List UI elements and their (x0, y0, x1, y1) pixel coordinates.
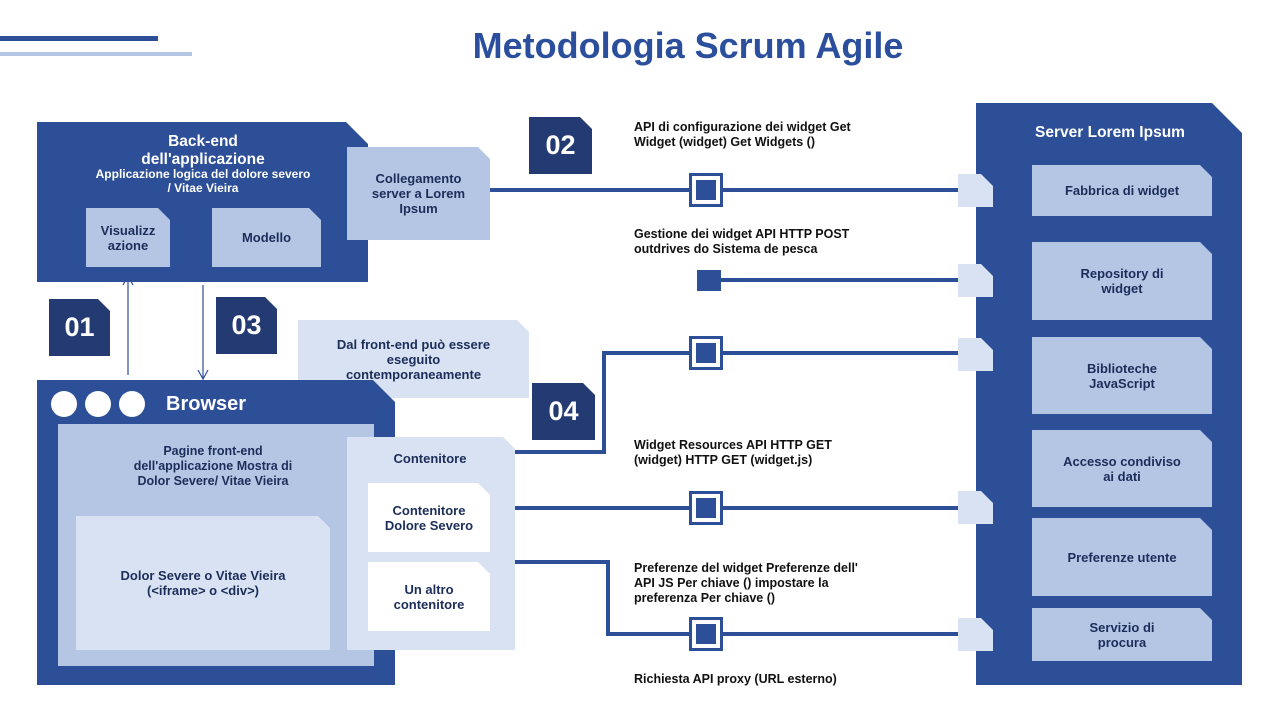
server-item-label: Biblioteche JavaScript (1086, 360, 1158, 391)
api-label-proxy: Richiesta API proxy (URL esterno) (634, 672, 837, 686)
iframe-label: Dolor Severe o Vitae Vieira (<iframe> o … (120, 568, 286, 598)
api-connector-3 (689, 336, 723, 370)
server-item-proxy-service: Servizio di procura (1032, 608, 1212, 661)
server-item-shared-data: Accesso condiviso ai dati (1032, 430, 1212, 507)
api-connector-1 (689, 173, 723, 207)
decor-line-light (0, 52, 192, 56)
server-item-user-preferences: Preferenze utente (1032, 518, 1212, 596)
model-box: Modello (212, 208, 321, 267)
server-item-widget-factory: Fabbrica di widget (1032, 165, 1212, 216)
badge-02: 02 (529, 117, 592, 174)
api-label-config: API di configurazione dei widget Get Wid… (634, 120, 851, 149)
model-label: Modello (241, 230, 292, 245)
view-label: Visualizz azione (100, 222, 156, 253)
iframe-box: Dolor Severe o Vitae Vieira (<iframe> o … (76, 516, 330, 650)
server-item-widget-repository: Repository di widget (1032, 242, 1212, 320)
container-title: Contenitore (393, 451, 467, 466)
container-dolore-box: Contenitore Dolore Severo (368, 483, 490, 552)
backend-subtitle: Applicazione logica del dolore severo / … (95, 167, 311, 195)
badge-03: 03 (216, 297, 277, 354)
api-connector-2 (697, 270, 721, 291)
container-other-label: Un altro contenitore (393, 581, 465, 612)
server-item-label: Repository di widget (1080, 266, 1164, 296)
api-connector-4 (689, 491, 723, 525)
browser-title: Browser (166, 393, 247, 415)
front-end-pages-label: Pagine front-end dell'applicazione Mostr… (133, 444, 293, 488)
server-link-label: Collegamento server a Lorem Ipsum (371, 171, 466, 216)
api-label-management: Gestione dei widget API HTTP POST outdri… (634, 227, 850, 256)
decor-line-dark (0, 36, 158, 41)
server-link-box: Collegamento server a Lorem Ipsum (347, 147, 490, 240)
front-end-note-text: Dal front-end può essere eseguito contem… (336, 336, 491, 382)
window-dot-1 (51, 391, 77, 417)
backend-title: Back-end dell'applicazione (141, 133, 265, 168)
server-title: Server Lorem Ipsum (1035, 124, 1185, 141)
container-dolore-label: Contenitore Dolore Severo (384, 502, 474, 533)
window-dot-3 (119, 391, 145, 417)
page-title: Metodologia Scrum Agile (472, 25, 904, 66)
server-item-label: Accesso condiviso ai dati (1063, 453, 1181, 484)
container-other-box: Un altro contenitore (368, 562, 490, 631)
api-label-preferences: Preferenze del widget Preferenze dell' A… (634, 561, 858, 605)
window-dot-2 (85, 391, 111, 417)
server-item-js-libraries: Biblioteche JavaScript (1032, 337, 1212, 414)
badge-04: 04 (532, 383, 595, 440)
api-label-resources: Widget Resources API HTTP GET (widget) H… (634, 438, 832, 467)
view-box: Visualizz azione (86, 208, 170, 267)
server-item-label: Fabbrica di widget (1064, 183, 1180, 198)
badge-01: 01 (49, 299, 110, 356)
server-item-label: Servizio di procura (1089, 619, 1155, 650)
api-connector-5 (689, 617, 723, 651)
server-item-label: Preferenze utente (1067, 549, 1177, 565)
